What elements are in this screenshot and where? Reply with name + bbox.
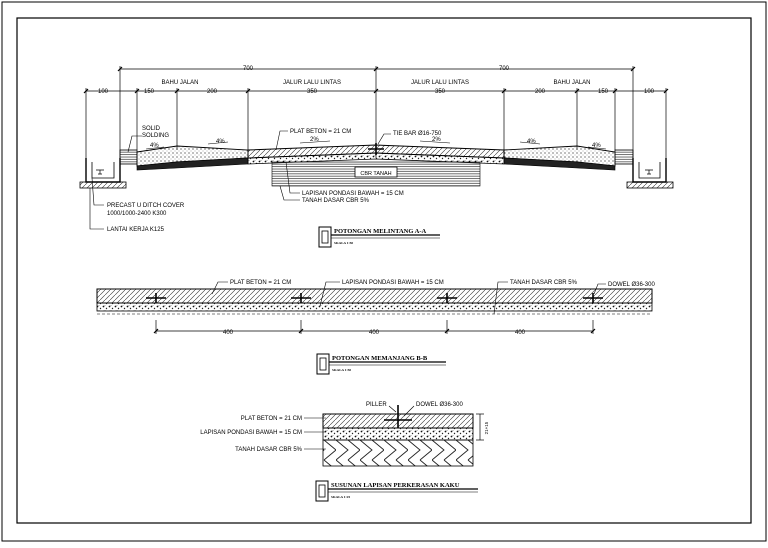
dim-b-3: 400: [515, 330, 526, 336]
dim-part-4: 350: [307, 89, 318, 95]
label-plat-beton-b: PLAT BETON = 21 CM: [230, 280, 291, 286]
ditch-right: [626, 158, 674, 189]
slope-label-6: 4%: [592, 143, 601, 149]
section-a-a: [79, 66, 674, 248]
label-lane-left: JALUR LALU LINTAS: [283, 80, 341, 86]
dim-part-2: 150: [144, 89, 155, 95]
dim-b-1: 400: [223, 330, 234, 336]
section-layer-stack-labels: PILLER DOWEL Ø36-300 PLAT BETON = 21 CM …: [200, 402, 489, 499]
inner-border: [16, 17, 752, 524]
label-tanah-dasar-c: TANAH DASAR CBR 5%: [235, 447, 303, 453]
dim-b-2: 400: [369, 330, 380, 336]
dim-part-3: 200: [207, 89, 218, 95]
dim-part-8: 100: [644, 89, 655, 95]
tie-bar: [368, 143, 384, 155]
label-precast-2: 1000/1000-2400 K300: [107, 211, 167, 217]
title-section-a: POTONGAN MELINTANG A-A: [334, 228, 427, 235]
label-bahu-right: BAHU JALAN: [553, 80, 590, 86]
dim-part-6: 200: [535, 89, 546, 95]
dim-total-right: 700: [499, 66, 510, 72]
slope-label-4: 2%: [432, 137, 441, 143]
label-tanah-dasar-b: TANAH DASAR CBR 5%: [510, 280, 578, 286]
subgrade-c: [322, 439, 474, 467]
label-plat-beton-c: PLAT BETON = 21 CM: [241, 416, 302, 422]
title-section-c: SUSUNAN LAPISAN PERKERASAN KAKU: [331, 482, 460, 489]
label-tie-bar: TIE BAR Ø16-750: [393, 131, 442, 137]
slope-label-1: 4%: [150, 143, 159, 149]
section-layer-stack: [304, 405, 484, 502]
label-lane-right: JALUR LALU LINTAS: [411, 80, 469, 86]
scale-section-a: SKALA 1:50: [334, 241, 353, 245]
dim-total-left: 700: [243, 66, 254, 72]
subbase-c: [322, 427, 474, 441]
dim-part-5: 350: [435, 89, 446, 95]
label-cbr-tanah: CBR TANAH: [360, 171, 391, 177]
dim-part-7: 150: [598, 89, 609, 95]
title-section-b: POTONGAN MEMANJANG B-B: [332, 355, 428, 362]
dim-part-1: 100: [98, 89, 109, 95]
section-a-a-labels: 700 700 BAHU JALAN JALUR LALU LINTAS JAL…: [98, 66, 655, 245]
label-solding: SOLDING: [142, 133, 169, 139]
scale-section-b: SKALA 1:50: [332, 368, 351, 372]
solid-solding-left: [119, 149, 138, 165]
label-precast-1: PRECAST U DITCH COVER: [107, 203, 185, 209]
section-b-b-labels: PLAT BETON = 21 CM LAPISAN PONDASI BAWAH…: [223, 280, 655, 372]
label-plat-beton-a: PLAT BETON = 21 CM: [290, 129, 351, 135]
label-dowel-b: DOWEL Ø36-300: [608, 282, 655, 288]
slope-label-5: 4%: [527, 139, 536, 145]
ditch-left: [79, 158, 127, 189]
slope-label-2: 4%: [216, 139, 225, 145]
scale-section-c: SKALA 1:25: [331, 495, 350, 499]
label-lapisan-c: LAPISAN PONDASI BAWAH = 15 CM: [200, 430, 302, 436]
label-lapisan-b: LAPISAN PONDASI BAWAH = 15 CM: [342, 280, 444, 286]
label-lantai-kerja: LANTAI KERJA K125: [107, 227, 165, 233]
label-solid: SOLID: [142, 126, 161, 132]
slab-b: [96, 288, 653, 304]
label-piller: PILLER: [366, 402, 387, 408]
dowels-b: [146, 293, 603, 303]
label-dowel-c: DOWEL Ø36-300: [416, 402, 463, 408]
section-b-b: [96, 281, 653, 375]
label-lapisan-a: LAPISAN PONDASI BAWAH = 15 CM: [302, 191, 404, 197]
dim-layer-thickness: 21+15: [484, 421, 489, 434]
slope-label-3: 2%: [310, 137, 319, 143]
label-bahu-left: BAHU JALAN: [161, 80, 198, 86]
subbase-b: [96, 302, 653, 312]
solid-solding-right: [614, 149, 634, 165]
label-tanah-dasar-a: TANAH DASAR CBR 5%: [302, 198, 370, 204]
